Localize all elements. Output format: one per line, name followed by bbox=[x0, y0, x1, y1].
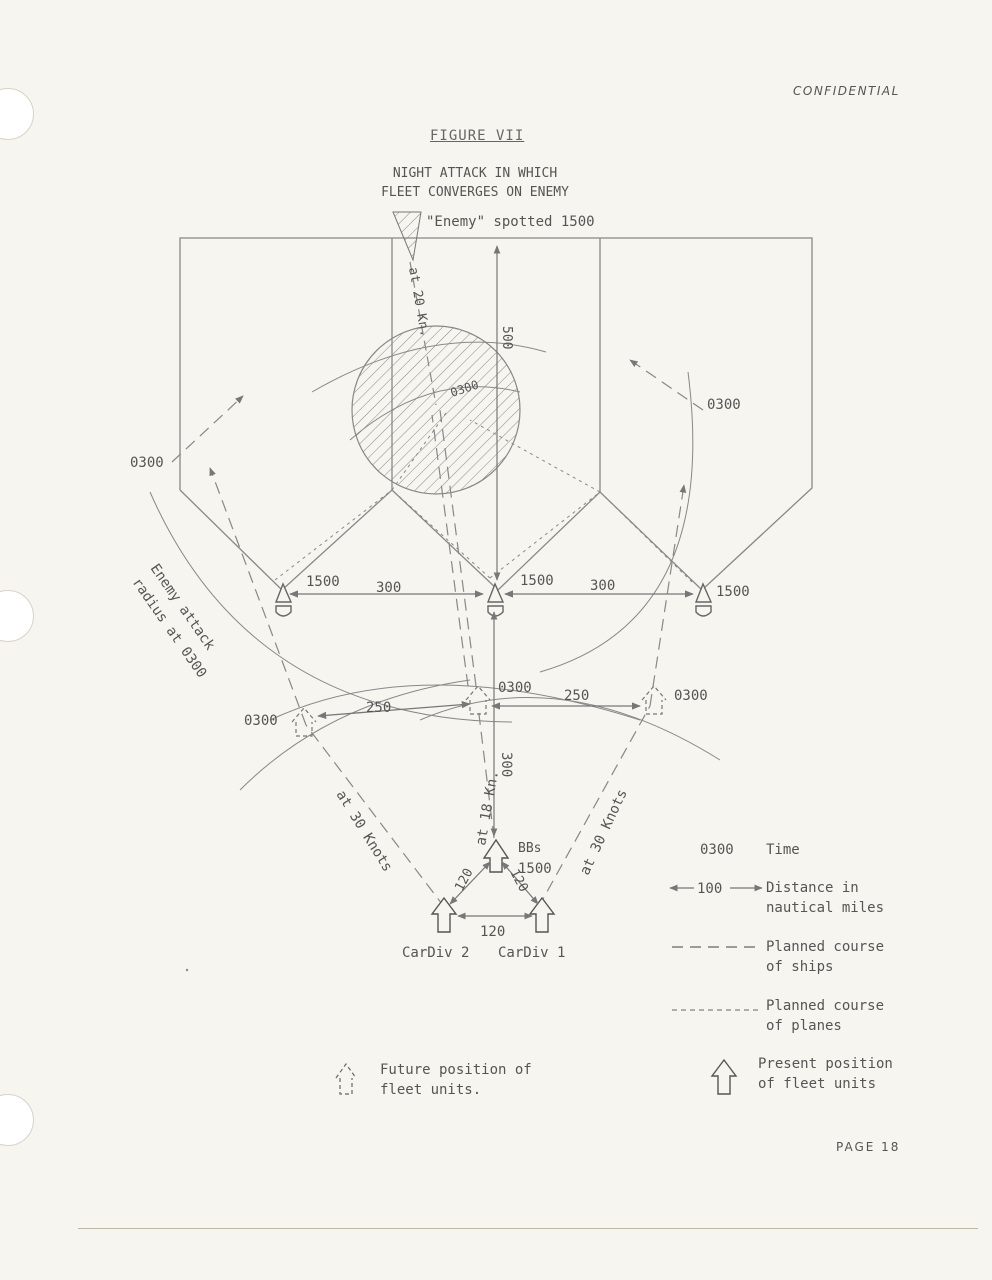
legend-future-line-1: Future position of bbox=[380, 1062, 532, 1078]
time-1500-left: 1500 bbox=[306, 574, 340, 590]
distance-120-right-arrow bbox=[501, 861, 539, 905]
legend-present-line-2: of fleet units bbox=[758, 1076, 876, 1092]
speed-right-label: at 30 Knots bbox=[577, 787, 631, 878]
distance-500-label: 500 bbox=[499, 326, 514, 349]
distance-250-right-label: 250 bbox=[564, 688, 589, 704]
legend-present-icon bbox=[710, 1058, 738, 1095]
legend: 0300 Time 100 Distance in nautical miles… bbox=[335, 842, 893, 1098]
bottom-rule bbox=[78, 1228, 978, 1229]
classification-label: CONFIDENTIAL bbox=[793, 84, 900, 98]
cardiv2-label: CarDiv 2 bbox=[402, 945, 469, 961]
legend-future-icon bbox=[335, 1062, 357, 1095]
enemy-label: "Enemy" spotted 1500 bbox=[426, 214, 595, 230]
distance-120-left-arrow bbox=[449, 861, 491, 905]
legend-time-label: Time bbox=[766, 842, 800, 858]
time-1500-right: 1500 bbox=[716, 584, 750, 600]
distance-250-left-arrow bbox=[317, 701, 471, 719]
legend-distance-sample: 100 bbox=[697, 881, 722, 897]
present-position-marker bbox=[274, 582, 713, 617]
stray-dot bbox=[185, 968, 189, 972]
enemy-track bbox=[409, 261, 437, 406]
legend-ships-line-2: of ships bbox=[766, 959, 833, 975]
distance-120-bottom-label: 120 bbox=[480, 924, 505, 940]
cardiv1-label: CarDiv 1 bbox=[498, 945, 565, 961]
distance-300-right-label: 300 bbox=[590, 578, 615, 594]
time-0300-outer-left: 0300 bbox=[130, 455, 164, 471]
bbs-label: BBs bbox=[518, 841, 541, 856]
distance-300-left-label: 300 bbox=[376, 580, 401, 596]
time-0300-left: 0300 bbox=[244, 713, 278, 729]
enemy-marker bbox=[392, 211, 422, 262]
page-number: PAGE 18 bbox=[836, 1140, 901, 1154]
future-position-marker bbox=[291, 685, 667, 737]
enemy-speed-label: at 20 Kn. bbox=[405, 266, 432, 338]
subtitle-line-1: NIGHT ATTACK IN WHICH bbox=[392, 166, 558, 181]
time-0300-center: 0300 bbox=[498, 680, 532, 696]
subtitle-line-2: FLEET CONVERGES ON ENEMY bbox=[381, 185, 569, 200]
enemy-attack-zone bbox=[311, 325, 547, 495]
legend-distance-line-2: nautical miles bbox=[766, 900, 884, 916]
time-0300-right: 0300 bbox=[674, 688, 708, 704]
time-0300-outer-right: 0300 bbox=[707, 397, 741, 413]
distance-300-vertical-label: 300 bbox=[498, 752, 514, 777]
figure-subtitle: NIGHT ATTACK IN WHICH FLEET CONVERGES ON… bbox=[345, 164, 605, 202]
legend-future-line-2: fleet units. bbox=[380, 1082, 481, 1098]
planes-courses bbox=[274, 409, 693, 583]
legend-distance-line-1: Distance in bbox=[766, 880, 859, 896]
legend-present-line-1: Present position bbox=[758, 1056, 893, 1072]
legend-planes-line-2: of planes bbox=[766, 1018, 842, 1034]
speed-center-label: at 18 Kn. bbox=[473, 769, 502, 846]
time-1500-center: 1500 bbox=[520, 573, 554, 589]
distance-250-left-label: 250 bbox=[366, 700, 391, 716]
legend-ships-line-1: Planned course bbox=[766, 939, 884, 955]
figure-title: FIGURE VII bbox=[430, 128, 525, 144]
legend-planes-line-1: Planned course bbox=[766, 998, 884, 1014]
legend-time-sample: 0300 bbox=[700, 842, 734, 858]
